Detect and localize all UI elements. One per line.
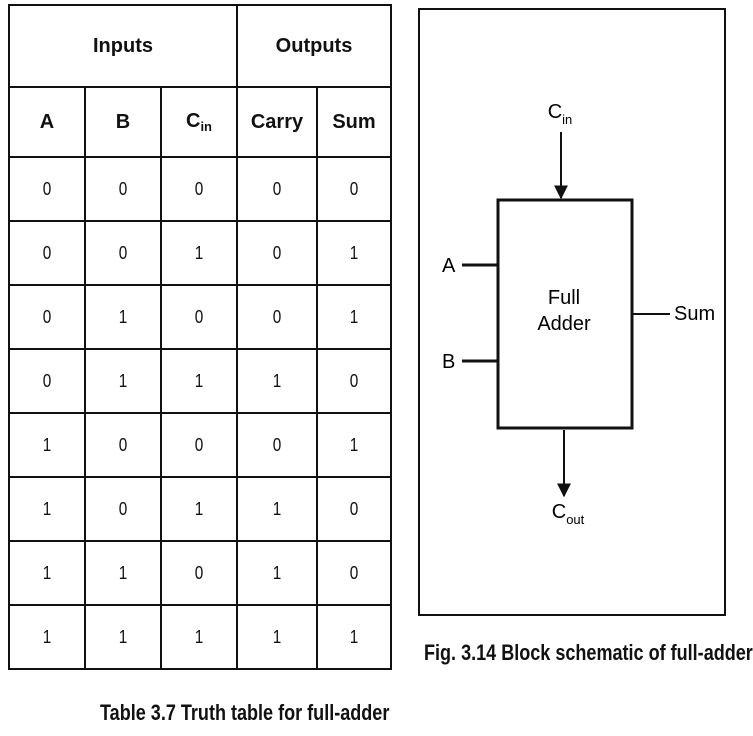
- table-cell: 0: [84, 220, 162, 286]
- column-header-sum: Sum: [316, 86, 392, 158]
- table-cell: 1: [236, 604, 318, 670]
- inputs-group-header: Inputs: [8, 4, 238, 88]
- table-cell: 0: [236, 220, 318, 286]
- table-cell: 0: [316, 156, 392, 222]
- a-label: A: [442, 255, 456, 277]
- column-header-b: B: [84, 86, 162, 158]
- table-cell: 0: [8, 348, 86, 414]
- table-cell: 1: [84, 348, 162, 414]
- table-cell: 1: [236, 476, 318, 542]
- table-cell: 1: [316, 604, 392, 670]
- table-cell: 0: [8, 220, 86, 286]
- table-cell: 0: [8, 156, 86, 222]
- full-adder-block-diagram: Cin Cout A B Sum Full Adder: [442, 101, 715, 527]
- table-cell: 0: [84, 476, 162, 542]
- table-cell: 0: [316, 476, 392, 542]
- table-cell: 1: [8, 540, 86, 606]
- cin-header-label: C: [185, 110, 201, 132]
- column-header-cin: Cin: [160, 86, 238, 158]
- table-cell: 0: [316, 348, 392, 414]
- table-cell: 0: [236, 284, 318, 350]
- table-cell: 0: [316, 540, 392, 606]
- cin-label: Cin: [548, 101, 573, 127]
- table-cell: 0: [160, 284, 238, 350]
- table-cell: 0: [84, 412, 162, 478]
- b-label: B: [442, 351, 455, 373]
- table-cell: 1: [316, 220, 392, 286]
- table-cell: 1: [160, 476, 238, 542]
- table-cell: 1: [8, 412, 86, 478]
- column-header-carry: Carry: [236, 86, 318, 158]
- table-cell: 1: [8, 604, 86, 670]
- block-label-line1: Full: [548, 287, 580, 309]
- table-cell: 0: [160, 412, 238, 478]
- table-cell: 1: [316, 284, 392, 350]
- table-cell: 0: [84, 156, 162, 222]
- figure-frame: [418, 8, 726, 616]
- table-cell: 0: [160, 540, 238, 606]
- table-cell: 1: [84, 540, 162, 606]
- figure-caption: Fig. 3.14 Block schematic of full-adder: [424, 640, 753, 665]
- column-header-a: A: [8, 86, 86, 158]
- table-cell: 1: [84, 284, 162, 350]
- table-cell: 0: [160, 156, 238, 222]
- table-caption: Table 3.7 Truth table for full-adder: [100, 700, 390, 725]
- table-cell: 1: [316, 412, 392, 478]
- table-cell: 1: [84, 604, 162, 670]
- block-label-line2: Adder: [537, 313, 591, 335]
- table-cell: 1: [160, 220, 238, 286]
- cout-label: Cout: [552, 501, 585, 527]
- table-cell: 1: [8, 476, 86, 542]
- table-cell: 1: [160, 348, 238, 414]
- table-cell: 1: [160, 604, 238, 670]
- table-cell: 0: [236, 412, 318, 478]
- table-cell: 0: [8, 284, 86, 350]
- table-cell: 1: [236, 348, 318, 414]
- cin-header-subscript: in: [200, 119, 212, 134]
- outputs-group-header: Outputs: [236, 4, 392, 88]
- sum-label: Sum: [674, 303, 715, 325]
- table-cell: 1: [236, 540, 318, 606]
- table-cell: 0: [236, 156, 318, 222]
